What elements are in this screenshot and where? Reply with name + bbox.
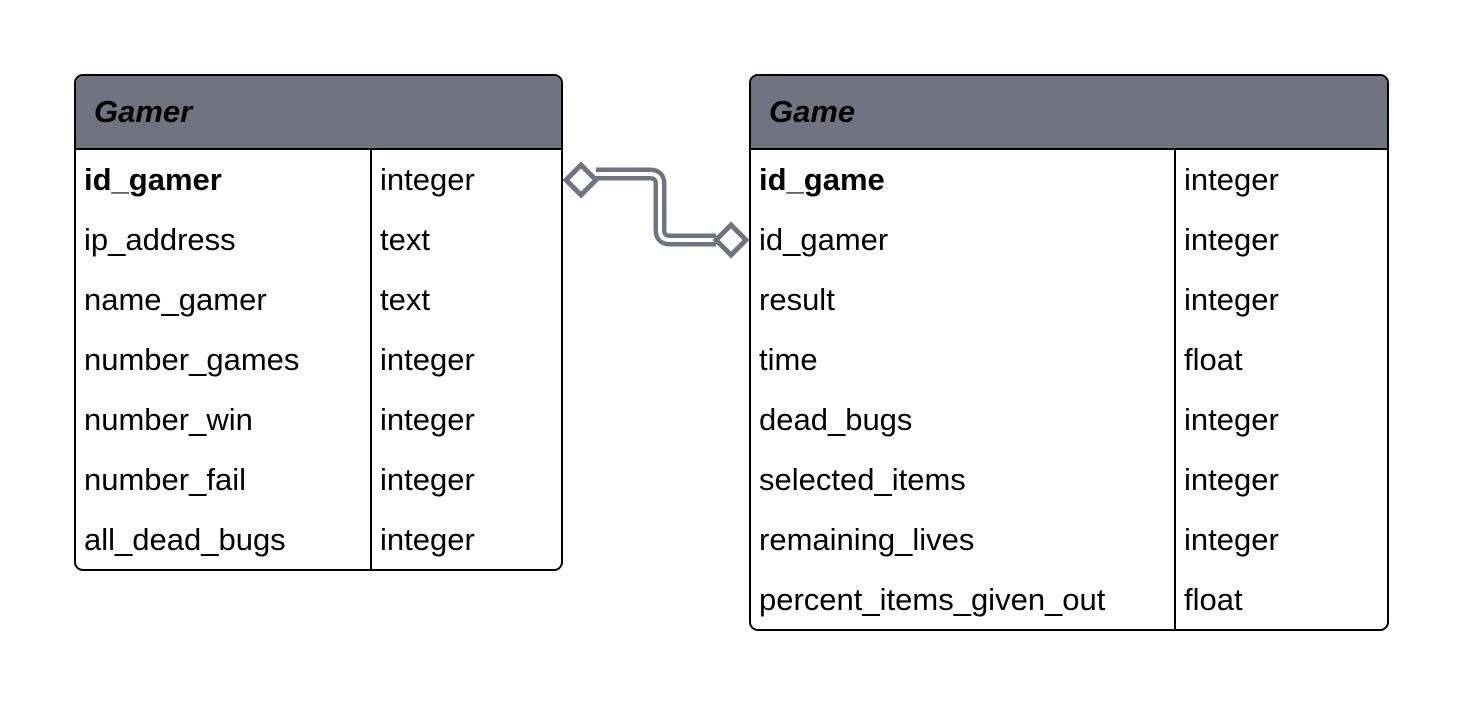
field-type: text — [380, 222, 430, 257]
game-field-row[interactable]: dead_bugs integer — [751, 390, 1387, 450]
field-type: integer — [1184, 402, 1279, 437]
field-type: float — [1184, 342, 1243, 377]
field-type: integer — [1184, 222, 1279, 257]
game-table-body: id_game integer id_gamer integer result … — [751, 150, 1387, 629]
game-field-row[interactable]: percent_items_given_out float — [751, 570, 1387, 629]
game-field-row[interactable]: time float — [751, 330, 1387, 390]
field-name: number_fail — [84, 462, 246, 497]
field-name: all_dead_bugs — [84, 522, 286, 557]
field-name: id_gamer — [759, 222, 889, 257]
column-divider — [1174, 150, 1176, 629]
field-name: ip_address — [84, 222, 236, 257]
game-table-header: Game — [751, 76, 1387, 150]
field-name: id_gamer — [84, 162, 222, 197]
gamer-field-row[interactable]: number_win integer — [76, 390, 561, 450]
gamer-field-row[interactable]: number_fail integer — [76, 450, 561, 510]
gamer-field-row[interactable]: number_games integer — [76, 330, 561, 390]
field-name: number_games — [84, 342, 300, 377]
field-name: name_gamer — [84, 282, 267, 317]
field-name: time — [759, 342, 818, 377]
field-type: text — [380, 282, 430, 317]
field-name: id_game — [759, 162, 885, 197]
field-type: integer — [380, 402, 475, 437]
field-type: integer — [380, 342, 475, 377]
column-divider — [370, 150, 372, 569]
gamer-field-row[interactable]: name_gamer text — [76, 270, 561, 330]
game-table-title: Game — [769, 94, 856, 129]
field-type: integer — [1184, 162, 1279, 197]
connector-line — [596, 167, 716, 247]
field-name: percent_items_given_out — [759, 582, 1106, 617]
gamer-field-row[interactable]: all_dead_bugs integer — [76, 510, 561, 569]
game-field-row[interactable]: result integer — [751, 270, 1387, 330]
diamond-end-icon — [562, 161, 600, 199]
game-field-row[interactable]: id_gamer integer — [751, 210, 1387, 270]
game-table[interactable]: Game id_game integer id_gamer integer re… — [749, 74, 1389, 631]
gamer-field-row[interactable]: ip_address text — [76, 210, 561, 270]
field-name: selected_items — [759, 462, 966, 497]
gamer-table-header: Gamer — [76, 76, 561, 150]
field-name: remaining_lives — [759, 522, 975, 557]
game-field-row[interactable]: id_game integer — [751, 150, 1387, 210]
gamer-table-body: id_gamer integer ip_address text name_ga… — [76, 150, 561, 569]
field-type: integer — [380, 522, 475, 557]
field-type: integer — [380, 462, 475, 497]
field-name: dead_bugs — [759, 402, 913, 437]
gamer-table[interactable]: Gamer id_gamer integer ip_address text n… — [74, 74, 563, 571]
field-name: number_win — [84, 402, 253, 437]
game-field-row[interactable]: selected_items integer — [751, 450, 1387, 510]
gamer-field-row[interactable]: id_gamer integer — [76, 150, 561, 210]
field-type: integer — [1184, 282, 1279, 317]
field-type: integer — [380, 162, 475, 197]
field-name: result — [759, 282, 835, 317]
field-type: integer — [1184, 462, 1279, 497]
gamer-table-title: Gamer — [94, 94, 193, 129]
field-type: integer — [1184, 522, 1279, 557]
game-field-row[interactable]: remaining_lives integer — [751, 510, 1387, 570]
diamond-end-icon — [712, 221, 750, 259]
field-type: float — [1184, 582, 1243, 617]
